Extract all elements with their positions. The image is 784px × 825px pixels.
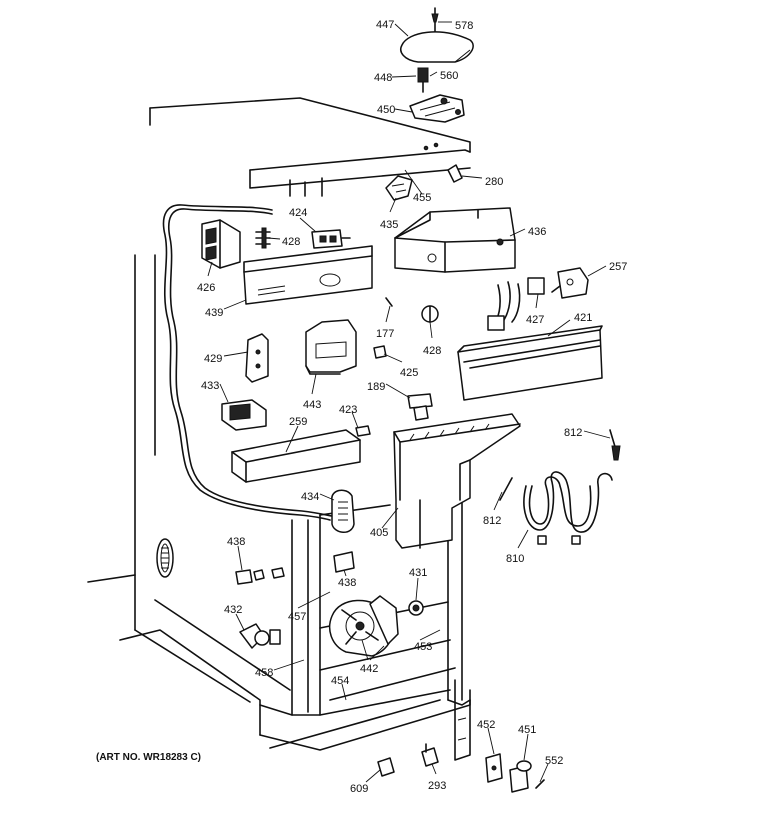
part-label-p280: 280: [485, 176, 503, 188]
plate-443: [305, 319, 357, 375]
wiring-harness: [162, 204, 331, 521]
part-label-p438b: 438: [338, 577, 356, 589]
part-label-p427: 427: [526, 314, 544, 326]
hinge-451: [509, 760, 532, 793]
part-label-p578: 578: [455, 20, 473, 32]
part-label-p560: 560: [440, 70, 458, 82]
part-label-p429: 429: [204, 353, 222, 365]
block-433: [221, 399, 267, 431]
part-label-p812a: 812: [564, 427, 582, 439]
part-label-p434: 434: [301, 491, 319, 503]
part-label-p259: 259: [289, 416, 307, 428]
part-label-p812b: 812: [483, 515, 501, 527]
part-label-p189: 189: [367, 381, 385, 393]
part-label-p428a: 428: [282, 236, 300, 248]
socket-432: [239, 623, 281, 649]
box-426: [201, 219, 241, 269]
part-label-p451: 451: [518, 724, 536, 736]
housing-450: [409, 94, 465, 123]
part-label-p448: 448: [374, 72, 392, 84]
part-label-p293: 293: [428, 780, 446, 792]
part-425: [373, 345, 387, 359]
bracket-452: [485, 753, 503, 783]
housing-436: [394, 207, 516, 273]
clip-609: [377, 757, 395, 777]
part-label-p424: 424: [289, 207, 307, 219]
screw-552: [535, 779, 545, 789]
part-label-p457: 457: [288, 611, 306, 623]
part-label-p431: 431: [409, 567, 427, 579]
part-label-p443: 443: [303, 399, 321, 411]
part-label-p609: 609: [350, 783, 368, 795]
cover-259: [231, 429, 361, 483]
part-label-p436: 436: [528, 226, 546, 238]
part-label-p450: 450: [377, 104, 395, 116]
part-label-p452: 452: [477, 719, 495, 731]
grommet-431: [408, 600, 424, 616]
clip-423: [355, 425, 371, 437]
heater-810: [523, 471, 613, 545]
art-number: (ART NO. WR18283 C): [96, 752, 201, 763]
part-label-p257: 257: [609, 261, 627, 273]
part-438-a: [235, 567, 285, 585]
part-label-p433: 433: [201, 380, 219, 392]
connector-428-b: [421, 305, 439, 323]
duct-405: [393, 413, 521, 549]
part-label-p432: 432: [224, 604, 242, 616]
connector-428-a: [255, 227, 271, 249]
part-label-p810: 810: [506, 553, 524, 565]
part-280: [447, 164, 463, 183]
sensor-812-b: [499, 477, 513, 501]
part-label-p435: 435: [380, 219, 398, 231]
part-label-p428b: 428: [423, 345, 441, 357]
part-number-labels: 447 578 448 560 450 455 280 435 424 428 436 257 426 4…: [197, 19, 627, 795]
part-label-p447: 447: [376, 19, 394, 31]
part-label-p454: 454: [331, 675, 349, 687]
wires-427: [487, 277, 545, 331]
leader-lines: [207, 21, 611, 783]
part-label-p177: 177: [376, 328, 394, 340]
cover-447: [400, 31, 474, 63]
cabinet-liner: [87, 97, 471, 761]
part-label-p423: 423: [339, 404, 357, 416]
part-label-p439: 439: [205, 307, 223, 319]
clip-293: [421, 743, 439, 767]
part-label-p458: 458: [255, 667, 273, 679]
part-label-p438a: 438: [227, 536, 245, 548]
knob-448: [417, 67, 429, 93]
fitting-189: [407, 393, 433, 421]
part-label-p552: 552: [545, 755, 563, 767]
bracket-429: [245, 333, 269, 383]
part-label-p442: 442: [360, 663, 378, 675]
part-label-p425: 425: [400, 367, 418, 379]
bracket-439: [243, 245, 373, 305]
part-438-b: [333, 551, 355, 573]
part-label-p405: 405: [370, 527, 388, 539]
part-435: [385, 175, 413, 201]
relay-257: [551, 267, 589, 299]
switch-424: [311, 229, 351, 249]
part-label-p426: 426: [197, 282, 215, 294]
channel-421: [457, 325, 603, 401]
screw-177: [385, 297, 393, 307]
grille-434: [331, 489, 355, 533]
part-label-p453: 453: [414, 641, 432, 653]
fan-442: [328, 595, 399, 657]
wall-port: [156, 538, 174, 578]
part-label-p455: 455: [413, 192, 431, 204]
part-label-p421: 421: [574, 312, 592, 324]
